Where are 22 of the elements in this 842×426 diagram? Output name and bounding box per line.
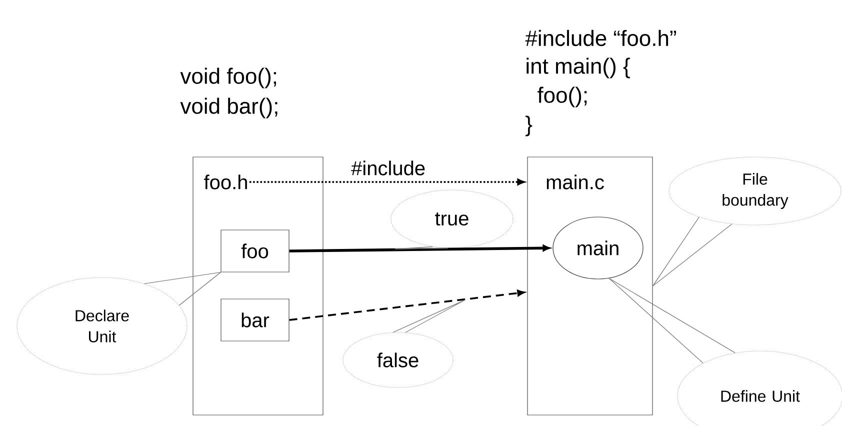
callout-tail (608, 278, 736, 364)
code-line: int main() { (526, 58, 630, 78)
code-line: void bar(); (180, 98, 278, 118)
edge-label: #include (351, 160, 425, 176)
callout-tail (144, 272, 222, 306)
arrow (289, 290, 525, 321)
callout-bubble: Define Unit (677, 350, 842, 426)
arrow (249, 178, 525, 186)
callout-tail (652, 216, 732, 286)
callout-bubble: false (342, 332, 454, 388)
unit-box: foo (220, 230, 290, 272)
arrow (289, 244, 550, 252)
callout-bubble: true (390, 190, 514, 248)
callout-bubble: File boundary (668, 156, 842, 226)
unit-box: bar (220, 298, 290, 342)
callout-tail (394, 246, 448, 250)
code-line: } (526, 116, 532, 136)
callout-bubble: Declare Unit (16, 277, 188, 375)
code-line: #include “foo.h” (525, 30, 676, 46)
code-line: void foo(); (180, 68, 276, 88)
code-line: foo(); (538, 86, 587, 108)
callout-tail (392, 300, 466, 333)
